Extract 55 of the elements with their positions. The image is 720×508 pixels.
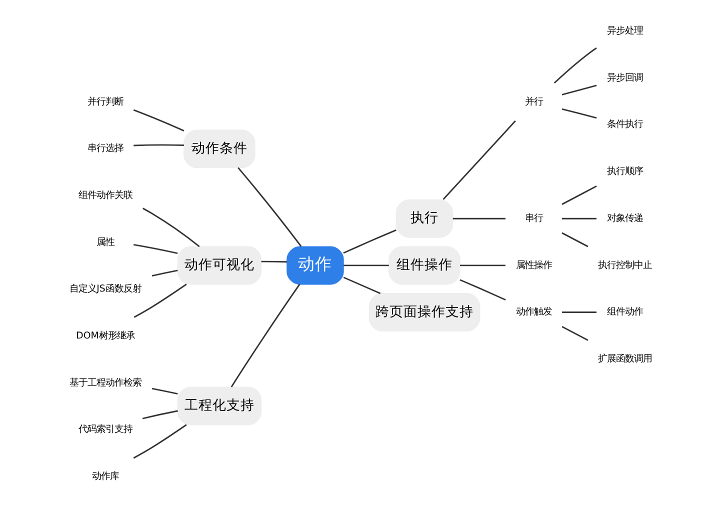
- node-text: 属性: [96, 236, 114, 248]
- node-box: 动作可视化: [176, 246, 262, 285]
- node-text: 动作触发: [515, 306, 552, 318]
- connector: [260, 260, 286, 263]
- connector: [459, 279, 506, 301]
- connector: [133, 284, 186, 318]
- node-text: 异步回调: [606, 72, 642, 84]
- node-text: 并行判断: [86, 96, 123, 108]
- node-text: 动作库: [91, 471, 118, 482]
- node-text: 条件执行: [606, 119, 642, 130]
- connector: [132, 244, 178, 254]
- connector: [561, 232, 588, 248]
- node-text: 并行: [524, 96, 542, 108]
- connector: [562, 312, 596, 314]
- node-box: 工程化支持: [176, 386, 262, 426]
- node-text: 对象传递: [606, 212, 642, 224]
- node-text: 代码索引支持: [78, 424, 132, 436]
- node-box: 动作: [286, 246, 344, 285]
- node-box: 动作条件: [183, 130, 255, 168]
- node-text: 执行控制中止: [597, 260, 652, 271]
- node-text: 组件动作: [606, 306, 642, 318]
- connector: [343, 264, 388, 266]
- node-text: 基于工程动作检索: [68, 377, 141, 388]
- connector: [561, 84, 596, 96]
- connector: [142, 208, 200, 248]
- connector: [562, 218, 596, 220]
- connector: [132, 109, 184, 132]
- node-text: 扩展函数调用: [597, 353, 652, 364]
- connector: [342, 276, 380, 294]
- node-box: 跨页面操作支持: [368, 293, 480, 332]
- node-text: 组件动作关联: [78, 190, 132, 201]
- connector: [553, 47, 596, 84]
- connector: [151, 388, 178, 395]
- node-text: 串行: [524, 212, 542, 224]
- node-text: 自定义JS函数反射: [69, 284, 141, 295]
- connector: [561, 108, 596, 119]
- node-box: 执行: [395, 199, 453, 238]
- connector: [561, 326, 588, 341]
- connector: [230, 284, 300, 388]
- node-text: DOM树形继承: [76, 330, 134, 342]
- connector: [460, 264, 505, 266]
- connector: [151, 270, 178, 277]
- connector: [342, 229, 396, 254]
- connector: [132, 424, 186, 459]
- node-text: 异步处理: [606, 26, 642, 37]
- connector: [561, 186, 596, 205]
- connector: [442, 120, 516, 200]
- connector: [142, 410, 178, 420]
- connector: [237, 167, 302, 247]
- node-text: 串行选择: [86, 143, 123, 154]
- node-text: 执行顺序: [606, 166, 642, 178]
- connector: [452, 218, 505, 220]
- connector: [133, 144, 184, 146]
- node-text: 属性操作: [515, 260, 552, 271]
- node-box: 组件操作: [388, 246, 460, 285]
